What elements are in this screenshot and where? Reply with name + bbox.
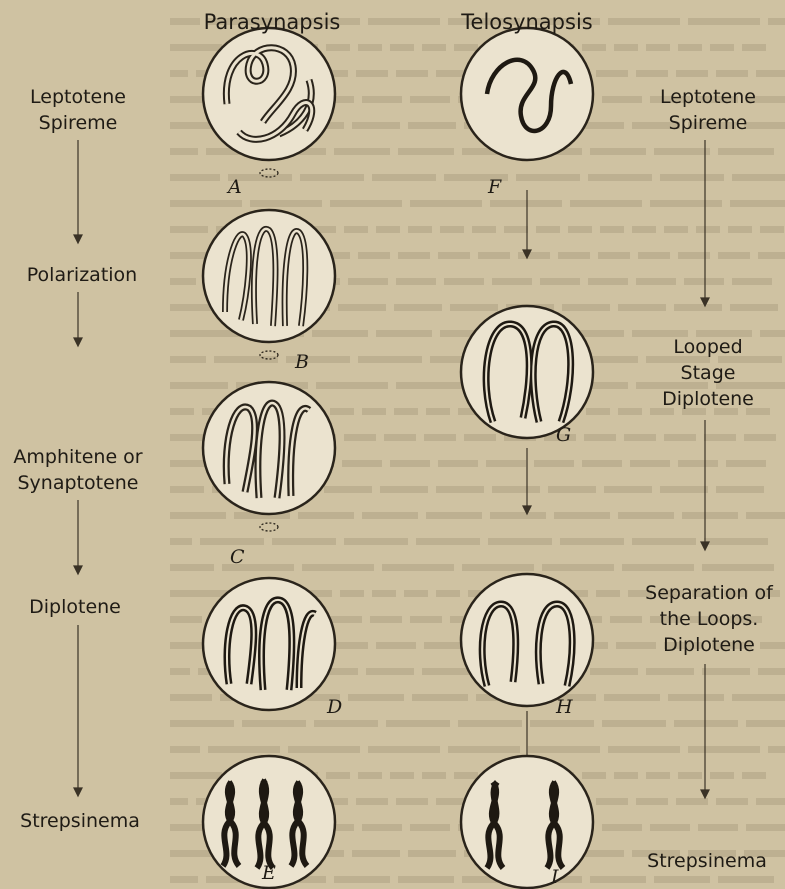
figure-letter-c: C: [230, 546, 245, 568]
stage-looped-diplotene: Looped Stage Diplotene: [654, 334, 762, 412]
figure-letter-f: F: [488, 176, 501, 198]
figure-letter-e: E: [262, 862, 276, 884]
cell-g: [461, 306, 593, 438]
cell-h: [461, 574, 593, 706]
column-header-parasynapsis: Parasynapsis: [172, 10, 372, 34]
stage-amphitene: Amphitene or Synaptotene: [0, 444, 156, 496]
stage-strepsinema-right: Strepsinema: [632, 848, 782, 874]
stage-separation-diplotene: Separation of the Loops. Diplotene: [636, 580, 782, 658]
figure-letter-g: G: [556, 424, 571, 446]
figure-letter-b: B: [295, 351, 309, 373]
figure-letter-h: H: [556, 696, 573, 718]
column-header-telosynapsis: Telosynapsis: [432, 10, 622, 34]
figure-letter-d: D: [327, 696, 342, 718]
stage-leptotene-right: Leptotene Spireme: [638, 84, 778, 136]
cell-f: [461, 28, 593, 160]
figure-letter-a: A: [228, 176, 242, 198]
cell-a: [203, 28, 335, 177]
cell-d: [203, 578, 335, 710]
stage-polarization: Polarization: [2, 262, 162, 288]
stage-strepsinema-left: Strepsinema: [2, 808, 158, 834]
cell-b: [203, 210, 335, 359]
stage-leptotene-left: Leptotene Spireme: [4, 84, 152, 136]
stage-diplotene-left: Diplotene: [10, 594, 140, 620]
figure-letter-i: I: [551, 866, 559, 888]
cell-c: [203, 382, 335, 531]
cell-i: [461, 756, 593, 888]
